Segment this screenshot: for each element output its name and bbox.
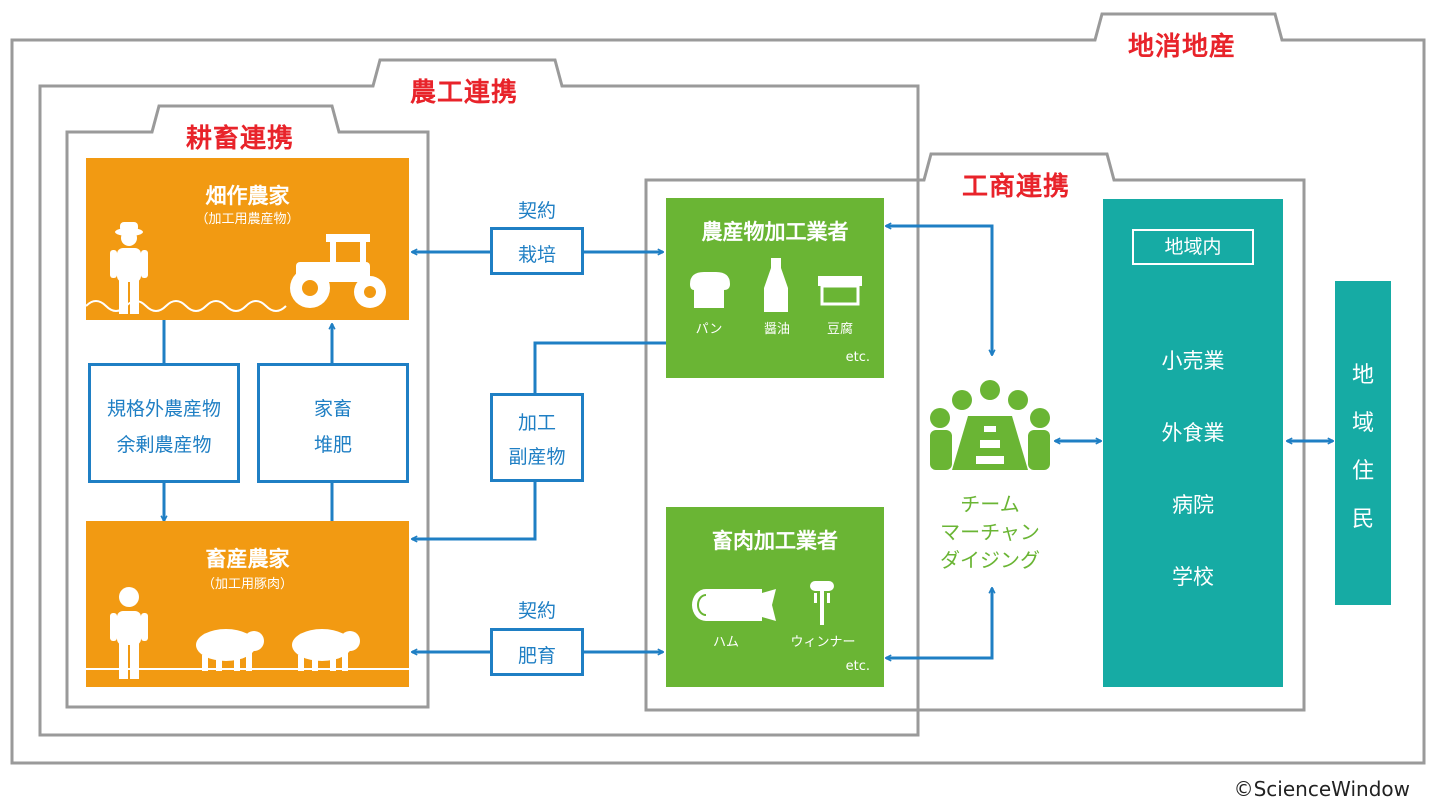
fattening-box: 肥育: [490, 628, 584, 676]
surplus-line2: 余剰農産物: [116, 434, 212, 456]
produce-etc: etc.: [845, 350, 870, 365]
meat-processor-box: 畜肉加工業者 ハム ウィンナー etc.: [666, 507, 884, 687]
produce-item-tofu: 豆腐: [826, 322, 853, 337]
farmer-icon: [110, 222, 148, 314]
manure-line2: 堆肥: [313, 434, 352, 456]
residents-char-1: 地: [1351, 363, 1374, 388]
arrow-byproduct-to-livestock: [412, 480, 537, 539]
region-item-retail: 小売業: [1161, 349, 1225, 373]
produce-item-bread: パン: [695, 322, 723, 337]
farmer-icon: [110, 587, 148, 679]
fattening-label: 肥育: [517, 645, 556, 667]
meat-etc: etc.: [845, 659, 870, 674]
livestock-farmer-title: 畜産農家: [205, 547, 290, 571]
contract-bottom-label: 契約: [517, 600, 556, 622]
field-wave: [86, 300, 287, 312]
region-inner-header: 地域内: [1132, 229, 1254, 265]
meat-item-sausage: ウィンナー: [790, 635, 856, 650]
byproduct-line1: 加工: [517, 412, 556, 434]
label-kouchiku: 耕畜連携: [186, 124, 295, 154]
crop-farmer-title: 畑作農家: [205, 184, 290, 208]
residents-char-2: 域: [1351, 411, 1374, 436]
byproduct-line2: 副産物: [508, 446, 566, 468]
meat-item-ham: ハム: [712, 635, 739, 650]
byproduct-box: 加工 副産物: [490, 393, 584, 482]
surplus-produce-box: 規格外農産物 余剰農産物: [88, 363, 240, 483]
frame-chisan: [10, 12, 1426, 765]
arrow-byproduct-line: [533, 341, 666, 395]
team-line3: ダイジング: [940, 548, 1040, 572]
cultivation-box: 栽培: [490, 227, 584, 275]
team-icon: [930, 380, 1050, 470]
label-shoukou: 工商連携: [962, 172, 1071, 202]
produce-processor-box: 農産物加工業者 パン 醤油 豆腐 etc.: [666, 198, 884, 378]
frame-shoukou: [644, 152, 1306, 712]
surplus-line1: 規格外農産物: [106, 398, 221, 420]
ham-icon: [692, 589, 776, 621]
arrow-produce-team: [886, 226, 992, 355]
crop-farmer-subtitle: （加工用農産物）: [195, 212, 300, 227]
pig-icon: [196, 629, 264, 671]
region-item-restaurant: 外食業: [1161, 421, 1225, 445]
meat-processor-title: 畜肉加工業者: [712, 529, 838, 553]
tractor-icon: [290, 234, 386, 308]
region-item-hospital: 病院: [1172, 493, 1214, 517]
manure-line1: 家畜: [313, 398, 352, 420]
livestock-farmer-box: 畜産農家 （加工用豚肉）: [86, 521, 409, 687]
manure-box: 家畜 堆肥: [257, 363, 409, 483]
residents-char-4: 民: [1351, 507, 1374, 532]
tofu-icon: [818, 276, 862, 306]
livestock-farmer-subtitle: （加工用豚肉）: [201, 577, 293, 592]
label-noukou: 農工連携: [410, 78, 519, 108]
region-inner-box: 地域内 小売業 外食業 病院 学校: [1103, 199, 1283, 687]
label-chisan: 地消地産: [1128, 32, 1237, 62]
frame-noukou: [38, 58, 920, 737]
team-line1: チーム: [960, 492, 1020, 516]
contract-top-label: 契約: [517, 200, 556, 222]
bread-icon: [690, 272, 730, 308]
residents-box: 地 域 住 民: [1335, 281, 1391, 605]
crop-farmer-box: 畑作農家 （加工用農産物）: [86, 158, 409, 320]
pig-icon: [292, 629, 360, 671]
ground-line: [86, 668, 409, 670]
credit: ©ScienceWindow: [1233, 777, 1410, 801]
frame-kouchiku: [65, 104, 430, 709]
arrow-meat-team: [886, 588, 992, 658]
produce-processor-title: 農産物加工業者: [701, 220, 849, 244]
cultivation-label: 栽培: [517, 244, 556, 266]
residents-char-3: 住: [1351, 459, 1374, 484]
produce-item-soy-sauce: 醤油: [763, 322, 790, 337]
region-item-school: 学校: [1172, 565, 1214, 589]
sausage-icon: [810, 581, 834, 625]
team-line2: マーチャン: [940, 520, 1040, 544]
soy-sauce-icon: [764, 258, 788, 312]
